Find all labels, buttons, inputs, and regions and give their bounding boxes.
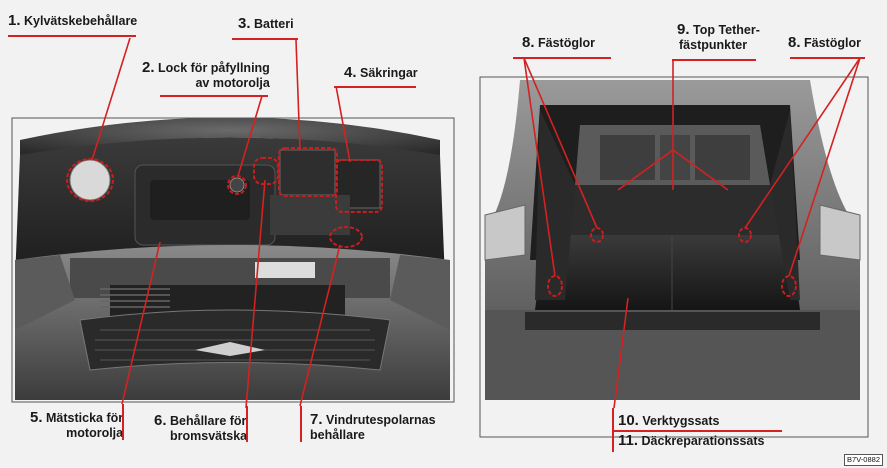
callout-7-underline	[300, 406, 302, 442]
callout-5-underline	[122, 404, 124, 440]
callout-10-11-underline	[612, 430, 782, 432]
callout-3-label: 3. Batteri	[238, 15, 294, 32]
figure-code: B7V-0882	[844, 454, 883, 466]
callout-6-label: 6. Behållare för bromsvätska	[154, 412, 248, 443]
callout-4-underline	[334, 86, 416, 88]
callout-3-underline	[232, 38, 298, 40]
callout-8-right-label: 8. Fästöglor	[788, 34, 861, 51]
luggage-compartment-photo	[478, 75, 870, 440]
leader-lines-luggage	[523, 57, 861, 409]
callout-11-label: 11. Däckreparationssats	[618, 432, 765, 449]
callout-8-left-underline	[513, 57, 611, 59]
callout-9-underline	[672, 59, 756, 61]
callout-2-label: 2. Lock för påfyllning av motorolja	[142, 59, 270, 90]
callout-4-label: 4. Säkringar	[344, 64, 418, 81]
leader-lines-engine	[91, 37, 351, 409]
callout-10-label: 10. Verktygssats	[618, 412, 720, 429]
callout-6-underline	[246, 406, 248, 442]
callout-8-left-label: 8. Fästöglor	[522, 34, 595, 51]
callout-7-label: 7. Vindrutespolarnas behållare	[310, 411, 436, 442]
highlight-markers-engine	[66, 147, 383, 248]
callout-2-underline	[160, 95, 268, 97]
callout-1-label: 1. Kylvätskebehållare	[8, 12, 138, 29]
callout-1-underline	[8, 35, 136, 37]
callout-5-label: 5. Mätsticka för motorolja	[30, 409, 124, 440]
callout-9-label: 9. Top Tether- fästpunkter	[677, 21, 760, 52]
callout-8-right-underline	[790, 57, 865, 59]
engine-bay-photo	[11, 117, 455, 403]
